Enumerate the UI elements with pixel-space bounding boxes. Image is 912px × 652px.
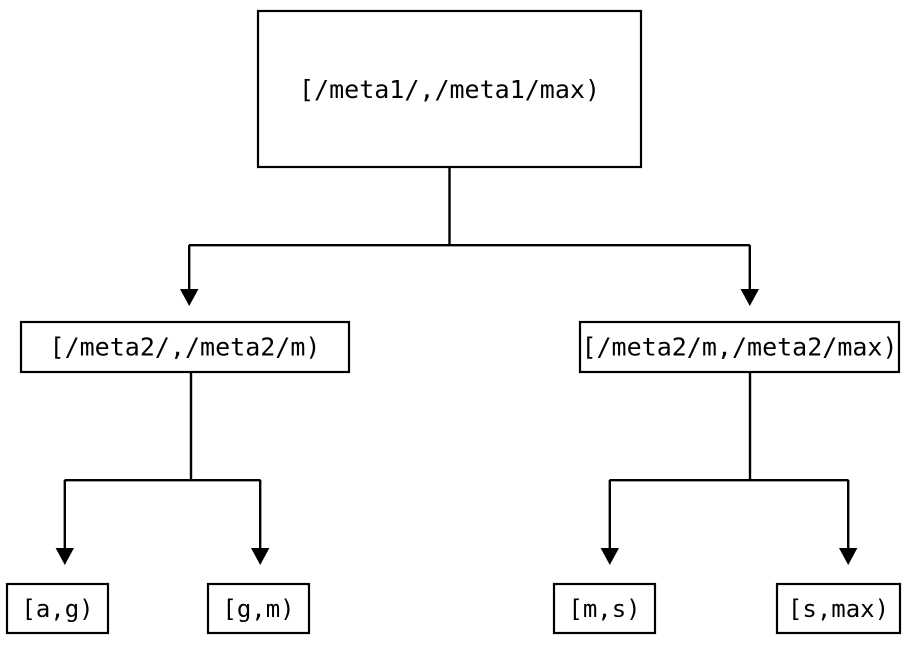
- node-mid-right[interactable]: [/meta2/m,/meta2/max): [578, 320, 901, 374]
- node-mid-right-label: [/meta2/m,/meta2/max): [581, 333, 897, 362]
- node-leaf-2[interactable]: [g,m): [206, 582, 311, 635]
- node-leaf-3-label: [m,s): [568, 595, 640, 623]
- arrowhead-leaf-4: [839, 548, 858, 565]
- node-leaf-1-label: [a,g): [21, 595, 93, 623]
- node-leaf-2-box[interactable]: [206, 582, 311, 635]
- arrowhead-mid-left: [180, 289, 199, 306]
- node-root-box[interactable]: [256, 9, 643, 169]
- node-leaf-4[interactable]: [s,max): [775, 582, 902, 635]
- node-leaf-1-box[interactable]: [5, 582, 110, 635]
- node-leaf-3[interactable]: [m,s): [552, 582, 657, 635]
- edge-group-mid-left: [55, 373, 270, 565]
- node-mid-left-label: [/meta2/,/meta2/m): [50, 333, 321, 362]
- arrowhead-leaf-3: [600, 548, 619, 565]
- node-leaf-1[interactable]: [a,g): [5, 582, 110, 635]
- node-leaf-4-box[interactable]: [775, 582, 902, 635]
- arrowhead-leaf-2: [251, 548, 270, 565]
- node-mid-left-box[interactable]: [19, 320, 351, 374]
- edge-group-root: [180, 168, 759, 306]
- arrowhead-leaf-1: [55, 548, 74, 565]
- node-mid-right-box[interactable]: [578, 320, 901, 374]
- edge-group-mid-right: [600, 373, 858, 565]
- arrowhead-mid-right: [740, 289, 759, 306]
- node-leaf-4-label: [s,max): [788, 595, 889, 623]
- node-leaf-3-box[interactable]: [552, 582, 657, 635]
- node-mid-left[interactable]: [/meta2/,/meta2/m): [19, 320, 351, 374]
- node-root[interactable]: [/meta1/,/meta1/max): [256, 9, 643, 169]
- node-leaf-2-label: [g,m): [222, 595, 294, 623]
- node-root-label: [/meta1/,/meta1/max): [299, 75, 600, 104]
